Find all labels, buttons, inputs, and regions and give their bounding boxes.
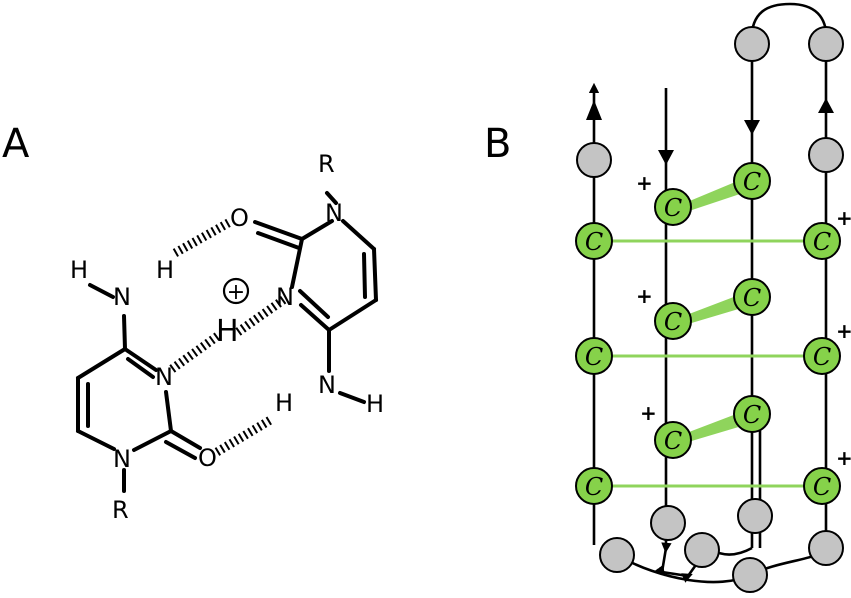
cytosine-nucleotide: C	[733, 278, 771, 316]
strand-2	[654, 88, 710, 583]
cytosine-nucleotide: C	[803, 337, 841, 375]
atom-o-bottom: O	[198, 444, 217, 472]
loop-nucleotide	[808, 26, 844, 62]
atom-h-top-amino-right: H	[366, 390, 384, 418]
charge-mark: +	[640, 401, 657, 425]
arrowhead-strand-2	[658, 150, 674, 165]
loop-nucleotide	[808, 137, 844, 173]
panel-a-base-pair: R N O N + H N H H H H N N O N R	[70, 150, 384, 524]
svg-text:C: C	[664, 308, 682, 336]
svg-text:C: C	[743, 401, 761, 429]
atom-n4-top: N	[318, 371, 336, 399]
cytosine-nucleotide: C	[654, 302, 692, 340]
cytosine-nucleotide: C	[733, 162, 771, 200]
svg-text:C: C	[585, 228, 603, 256]
atom-n-left-amino: N	[113, 283, 131, 311]
atom-h-left-amino-1: H	[70, 256, 88, 284]
atom-n1-bottom: N	[113, 445, 131, 473]
svg-text:C: C	[664, 427, 682, 455]
loop-nucleotide	[684, 532, 720, 568]
plus-charge-circle	[222, 277, 250, 305]
atom-h-plus: H	[216, 314, 239, 349]
atom-n3-bottom: N	[155, 363, 173, 391]
loop-nucleotide	[732, 557, 768, 593]
panel-b-i-motif: C C C C C C C C	[575, 2, 851, 593]
svg-text:C: C	[743, 168, 761, 196]
arrowhead-strand-1	[586, 100, 602, 120]
charge-mark: +	[836, 319, 851, 343]
svg-text:C: C	[664, 194, 682, 222]
svg-text:C: C	[813, 343, 831, 371]
loop-nucleotide	[599, 537, 635, 573]
panel-label-b: B	[484, 121, 511, 167]
arrowhead-strand-4	[818, 98, 834, 113]
atom-h-top-amino-mid: H	[275, 389, 293, 417]
atom-n3-top: N	[276, 283, 294, 311]
svg-text:C: C	[813, 473, 831, 501]
cytosine-nucleotide: C	[803, 222, 841, 260]
plus-charge-symbol: +	[227, 280, 245, 305]
cytosine-nucleotide: C	[654, 188, 692, 226]
cytosine-nucleotide: C	[654, 421, 692, 459]
loop-nucleotide	[808, 530, 844, 566]
atom-h-left-amino-2: H	[156, 256, 174, 284]
charge-mark: +	[636, 284, 653, 308]
atom-o-top: O	[230, 204, 249, 232]
arrowhead-strand-3	[744, 120, 760, 135]
panel-label-a: A	[2, 121, 30, 167]
charge-mark: +	[836, 206, 851, 230]
svg-text:C: C	[813, 228, 831, 256]
charge-mark: +	[636, 171, 653, 195]
svg-text:C: C	[585, 343, 603, 371]
loop-nucleotide	[576, 142, 612, 178]
atom-n1-top: N	[325, 199, 343, 227]
svg-text:C: C	[743, 284, 761, 312]
loop-nucleotide	[650, 505, 686, 541]
cytosine-nucleotide: C	[733, 395, 771, 433]
cytosine-nucleotide: C	[803, 467, 841, 505]
atom-r-bottom: R	[112, 496, 129, 524]
atom-r-top: R	[318, 150, 335, 178]
loop-nucleotide	[734, 26, 770, 62]
loop-nucleotide	[737, 498, 773, 534]
cytosine-nucleotide: C	[575, 222, 613, 260]
svg-text:C: C	[585, 473, 603, 501]
cytosine-nucleotide: C	[575, 337, 613, 375]
cytosine-nucleotide: C	[575, 467, 613, 505]
charge-mark: +	[836, 446, 851, 470]
